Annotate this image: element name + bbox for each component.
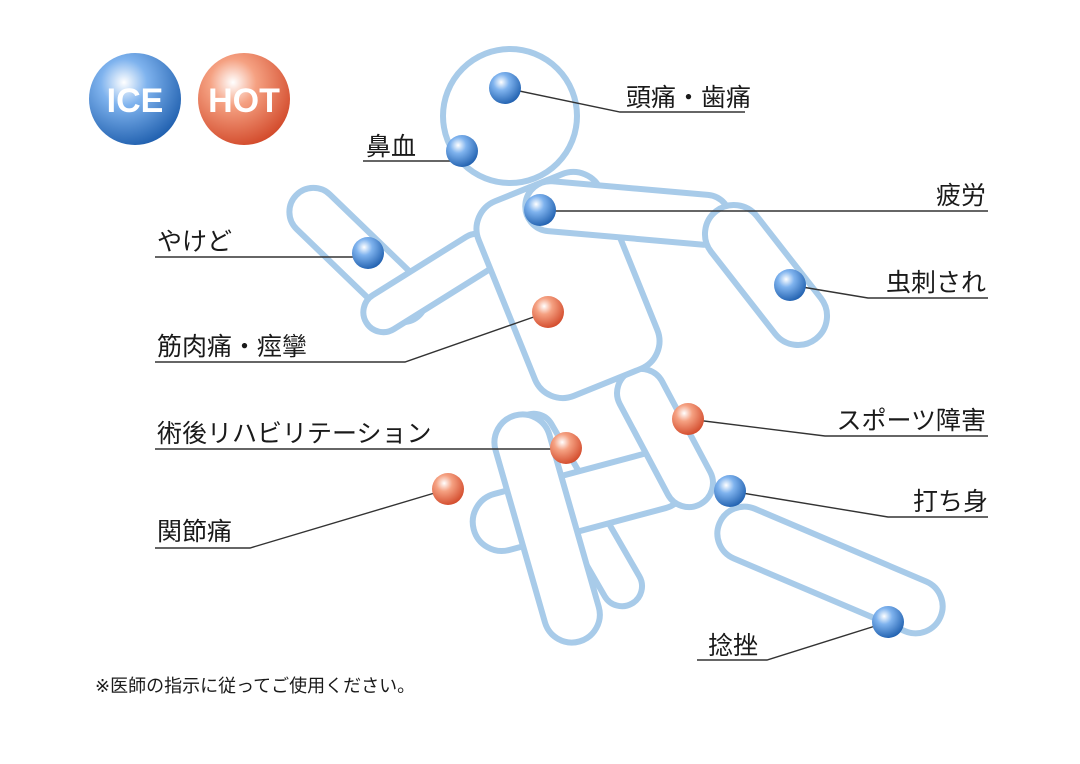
point-muscle-pain-hot bbox=[532, 296, 564, 328]
label-rehab: 術後リハビリテーション bbox=[157, 419, 432, 448]
point-sprain-ice bbox=[872, 606, 904, 638]
point-sports-injury-hot bbox=[672, 403, 704, 435]
legend-ice-label: ICE bbox=[107, 82, 164, 120]
legend-hot: HOT bbox=[198, 53, 290, 145]
point-nosebleed-ice bbox=[446, 135, 478, 167]
label-joint-pain: 関節痛 bbox=[157, 517, 232, 546]
label-sports-injury: スポーツ障害 bbox=[836, 406, 986, 435]
label-insect-bite: 虫刺され bbox=[886, 268, 986, 297]
right-forearm bbox=[693, 193, 838, 356]
point-insect-bite-ice bbox=[774, 269, 806, 301]
label-bruise: 打ち身 bbox=[913, 487, 988, 516]
legend-hot-label: HOT bbox=[208, 82, 280, 120]
point-bruise-ice bbox=[714, 475, 746, 507]
label-sprain: 捻挫 bbox=[708, 631, 758, 660]
point-headache-ice bbox=[489, 72, 521, 104]
point-joint-pain-hot bbox=[432, 473, 464, 505]
point-rehab-hot bbox=[550, 432, 582, 464]
label-muscle-pain: 筋肉痛・痙攣 bbox=[157, 332, 307, 361]
point-burn-ice bbox=[352, 237, 384, 269]
point-fatigue-ice bbox=[524, 194, 556, 226]
right-lower-leg bbox=[709, 498, 951, 641]
usage-note: ※医師の指示に従ってご使用ください。 bbox=[95, 676, 415, 697]
label-nosebleed: 鼻血 bbox=[366, 132, 416, 161]
label-headache: 頭痛・歯痛 bbox=[626, 83, 751, 112]
label-fatigue: 疲労 bbox=[936, 181, 986, 210]
label-burn: やけど bbox=[157, 227, 232, 256]
legend-ice: ICE bbox=[89, 53, 181, 145]
legend: ICE HOT bbox=[89, 53, 290, 145]
